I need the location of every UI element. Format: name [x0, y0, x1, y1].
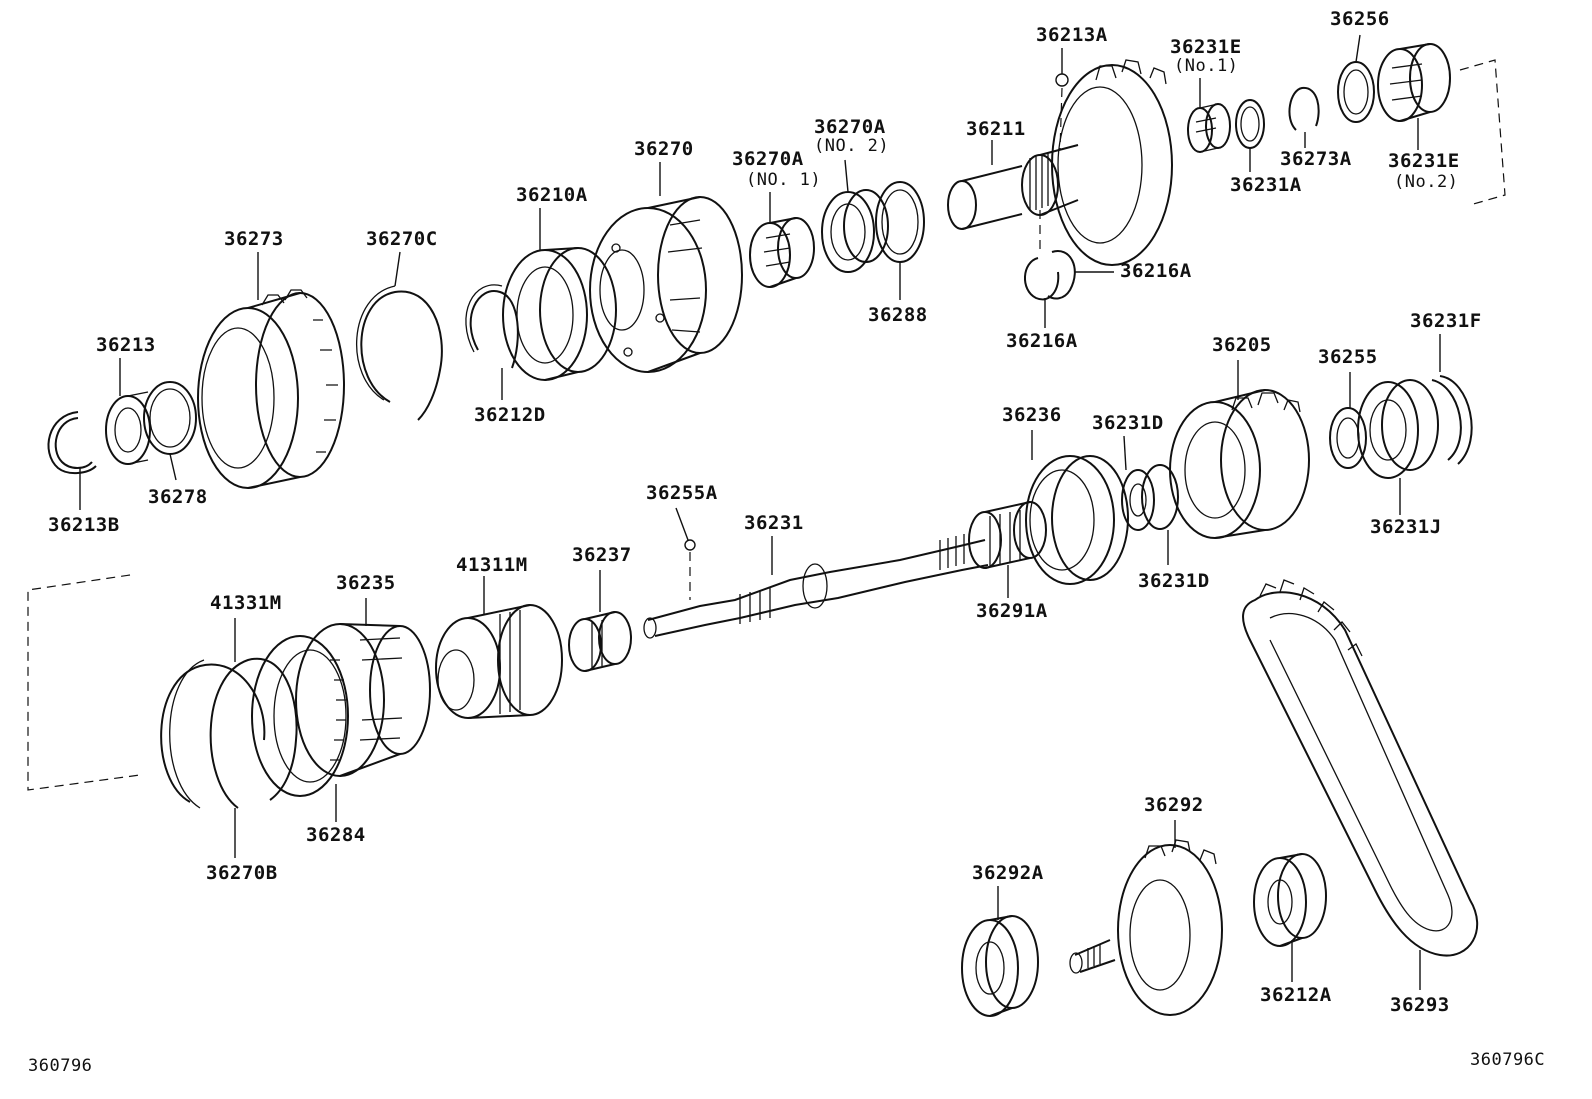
part-36273A-snap-ring [1288, 86, 1320, 131]
label-36212D: 36212D [474, 404, 546, 426]
part-36213A-ball [1055, 73, 1069, 151]
part-36270A-no1-bearing [749, 217, 815, 288]
part-36292A-bearing [961, 915, 1039, 1017]
label-36270A-no2-sub: (NO. 2) [814, 136, 890, 156]
label-36236: 36236 [1002, 404, 1062, 426]
label-36213A: 36213A [1036, 24, 1108, 46]
label-36270A-no1: 36270A [732, 148, 804, 170]
label-36213: 36213 [96, 334, 156, 356]
label-36231E-no2: 36231E [1388, 150, 1460, 172]
label-36284: 36284 [306, 824, 366, 846]
part-36292-driven-sprocket [1069, 839, 1223, 1016]
label-36270A-no1-sub: (NO. 1) [746, 170, 822, 190]
label-36292A: 36292A [972, 862, 1044, 884]
part-36237-bearing [568, 611, 632, 672]
label-36237: 36237 [572, 544, 632, 566]
label-36273: 36273 [224, 228, 284, 250]
label-41331M: 41331M [210, 592, 282, 614]
part-36270C-snap-ring [356, 285, 443, 421]
part-36231D-plates [1121, 464, 1179, 531]
label-36231D-bottom: 36231D [1138, 570, 1210, 592]
part-36270-planetary-carrier [589, 196, 743, 373]
part-36235-clutch-drum [295, 623, 431, 777]
label-36231E-no2-sub: (No.2) [1394, 172, 1459, 192]
label-36216A-right: 36216A [1120, 260, 1192, 282]
part-36231E-no1-bearing [1187, 103, 1231, 153]
label-36255: 36255 [1318, 346, 1378, 368]
leader-lines [79, 34, 1441, 990]
label-36205: 36205 [1212, 334, 1272, 356]
label-36231D-top: 36231D [1092, 412, 1164, 434]
part-36273-ring-gear [197, 289, 345, 489]
part-36255A-ball [684, 539, 696, 600]
part-36212D-snap-ring [465, 284, 519, 369]
label-36212A: 36212A [1260, 984, 1332, 1006]
part-36288-thrust-washer [875, 181, 925, 263]
label-36231F: 36231F [1410, 310, 1482, 332]
part-36212A-bearing [1253, 853, 1327, 947]
label-36213B: 36213B [48, 514, 120, 536]
label-36273A: 36273A [1280, 148, 1352, 170]
part-41331M-snap-ring [209, 657, 298, 809]
label-36211: 36211 [966, 118, 1026, 140]
label-36231E-no1-sub: (No.1) [1174, 56, 1239, 76]
label-36293: 36293 [1390, 994, 1450, 1016]
label-36270B: 36270B [206, 862, 278, 884]
label-36210A: 36210A [516, 184, 588, 206]
part-36255-race [1329, 407, 1367, 469]
label-36270A-no2: 36270A [814, 116, 886, 138]
part-36270B-snap-ring [160, 659, 266, 809]
label-36231E-no1: 36231E [1170, 36, 1242, 58]
label-36288: 36288 [868, 304, 928, 326]
label-36216A-below: 36216A [1006, 330, 1078, 352]
part-36213B-snap-ring [47, 411, 97, 474]
diagram-code-left: 360796 [28, 1056, 93, 1076]
part-36213-hub [105, 391, 151, 465]
part-36231-input-shaft [643, 534, 989, 639]
part-36211-shaft-gear [947, 59, 1173, 266]
part-36205-sprocket [1169, 389, 1310, 539]
label-36231J: 36231J [1370, 516, 1442, 538]
dashed-guide-left [27, 574, 141, 791]
part-36210A-race [502, 247, 617, 381]
part-41311M-clutch-hub [435, 604, 563, 719]
label-36255A: 36255A [646, 482, 718, 504]
label-36270C: 36270C [366, 228, 438, 250]
part-36216A-snap-rings [1024, 210, 1076, 301]
label-36231: 36231 [744, 512, 804, 534]
label-36231A: 36231A [1230, 174, 1302, 196]
part-36231J-bearing [1357, 379, 1439, 479]
part-36284-ring-gear [251, 635, 349, 797]
part-36231F-snap-ring [1431, 375, 1473, 465]
part-36256-race [1337, 61, 1375, 123]
part-36293-drive-chain [1242, 579, 1479, 957]
label-36278: 36278 [148, 486, 208, 508]
label-36292: 36292 [1144, 794, 1204, 816]
label-36256: 36256 [1330, 8, 1390, 30]
dashed-guide-right [1459, 59, 1506, 206]
part-36231A-washer [1235, 99, 1265, 149]
part-36236-drum [1025, 455, 1129, 585]
label-36270: 36270 [634, 138, 694, 160]
label-36291A: 36291A [976, 600, 1048, 622]
diagram-code-right: 360796C [1470, 1050, 1546, 1070]
part-36278-ring [143, 381, 197, 455]
label-36235: 36235 [336, 572, 396, 594]
part-36231E-no2-bearing [1377, 43, 1451, 122]
part-36291A-bearing [968, 501, 1047, 569]
label-41311M: 41311M [456, 554, 528, 576]
